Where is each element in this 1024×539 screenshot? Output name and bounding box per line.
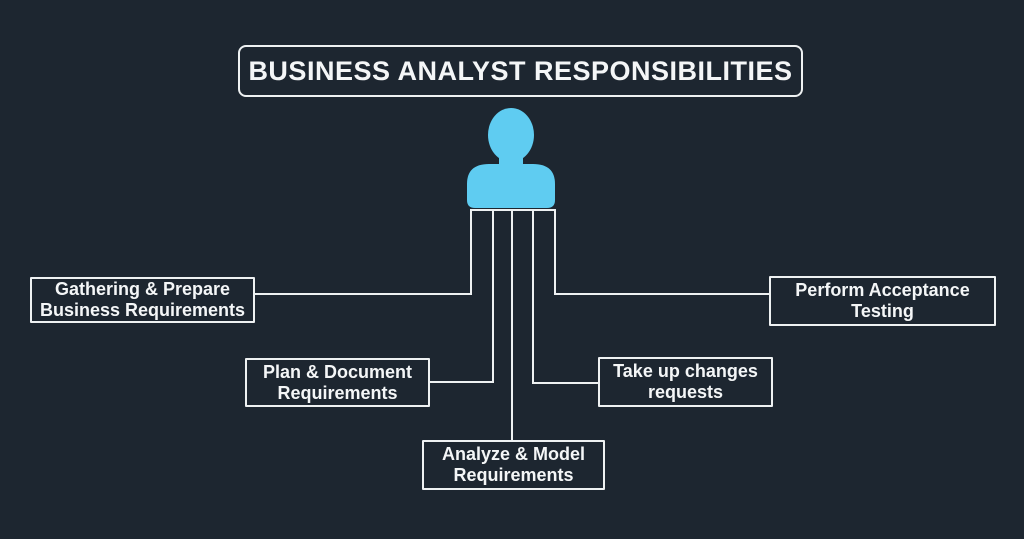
node-label-line: Perform Acceptance: [795, 280, 970, 300]
node-plan-document-requirements: Plan & Document Requirements: [245, 358, 430, 407]
node-label-line: Take up changes: [613, 361, 758, 381]
node-perform-acceptance-testing: Perform Acceptance Testing: [769, 276, 996, 326]
node-label-line: requests: [647, 382, 724, 402]
node-analyze-model-requirements: Analyze & Model Requirements: [422, 440, 605, 490]
node-label-line: Plan & Document: [262, 361, 413, 382]
node-label-line: Analyze & Model: [441, 444, 586, 464]
title-box: BUSINESS ANALYST RESPONSIBILITIES: [238, 45, 803, 97]
connector-vertical-gathering: [470, 209, 472, 295]
connector-horizontal-changes: [532, 382, 598, 384]
node-gathering-prepare-business-requirements: Gathering & Prepare Business Requirement…: [30, 277, 255, 323]
node-take-up-changes-requests: Take up changes requests: [598, 357, 773, 407]
connector-vertical-plan: [492, 209, 494, 383]
node-label-line: Business Requirements: [39, 300, 246, 320]
connector-vertical-acceptance: [554, 209, 556, 295]
connector-vertical-analyze: [511, 209, 513, 440]
person-icon: [467, 108, 555, 208]
connector-vertical-changes: [532, 209, 534, 384]
connector-horizontal-acceptance: [554, 293, 770, 295]
connector-bus-line: [470, 209, 556, 211]
node-label-line: Requirements: [453, 465, 574, 485]
node-label-line: Gathering & Prepare: [54, 279, 231, 299]
connector-horizontal-gathering: [255, 293, 472, 295]
node-label-line: Requirements: [277, 382, 398, 403]
page-title: BUSINESS ANALYST RESPONSIBILITIES: [248, 55, 793, 86]
connector-horizontal-plan: [430, 381, 494, 383]
node-label-line: Testing: [851, 301, 914, 321]
